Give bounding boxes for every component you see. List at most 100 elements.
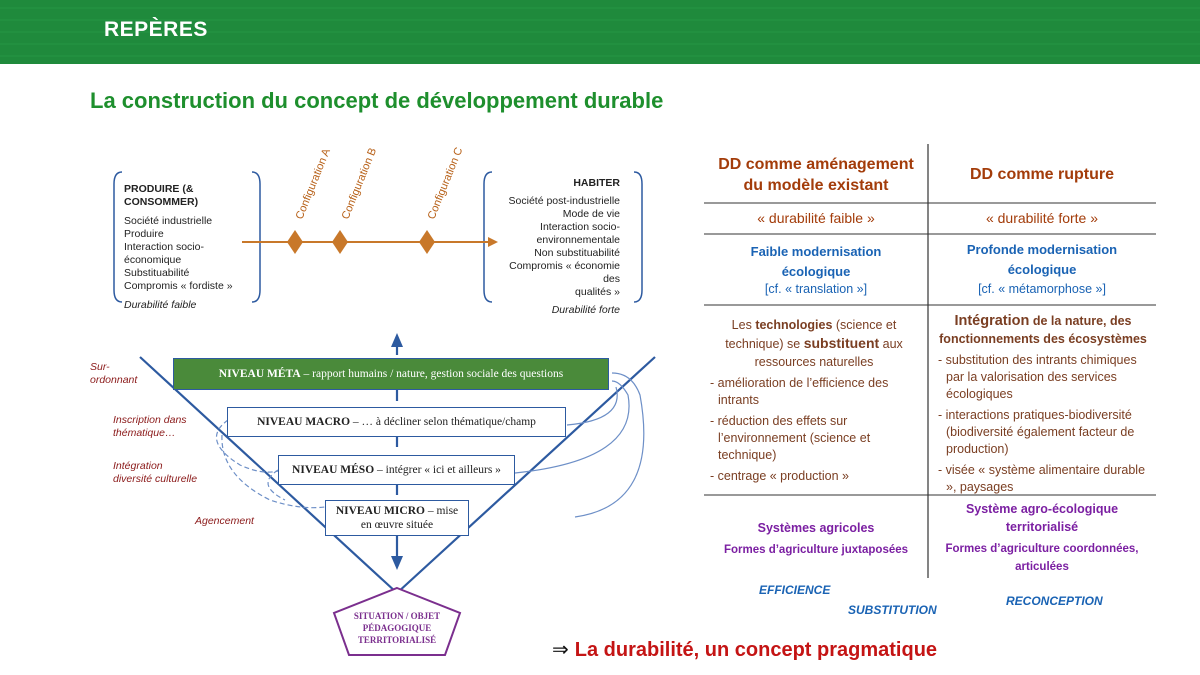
configuration-c-label: Configuration C	[426, 146, 466, 221]
banner-pattern	[0, 7, 1200, 57]
label-integration: Intégration diversité culturelle	[113, 460, 197, 486]
side-label: Agencement	[195, 515, 254, 527]
profonde-modernisation-title: Profonde modernisation	[966, 242, 1118, 257]
produire-footer: Durabilité faible	[124, 299, 197, 311]
list-item: - visée « système alimentaire durable »,…	[938, 463, 1146, 494]
side-label: thématique…	[113, 427, 176, 439]
faible-modernisation-note: [cf. « translation »]	[764, 282, 868, 296]
agro-ecologique-title: territorialisé	[1005, 520, 1079, 534]
side-label: Sur-	[90, 361, 110, 373]
profonde-modernisation: Profonde modernisation écologique [cf. «…	[930, 240, 1154, 296]
configuration-a-label: Configuration A	[294, 146, 334, 221]
diamond-a	[287, 230, 303, 254]
left-bracket	[113, 171, 123, 303]
micro-desc: – mise	[424, 505, 459, 517]
durabilite-forte: « durabilité forte »	[985, 210, 1099, 226]
integration-cell: Intégration de la nature, des fonctionne…	[936, 312, 1150, 496]
macro-desc: – … à décliner selon thématique/champ	[350, 416, 536, 428]
niveau-micro-box: NIVEAU MICRO – mise en œuvre située	[325, 500, 469, 536]
right-bracket-close	[633, 171, 643, 303]
list-item: - réduction des effets sur l’environneme…	[710, 414, 871, 462]
slide-title: La construction du concept de développem…	[90, 88, 664, 113]
agro-ecologique-desc: Formes d’agriculture coordonnées,	[945, 543, 1139, 555]
situation-pentagon	[332, 586, 462, 656]
habiter-footer: Durabilité forte	[551, 304, 620, 316]
meso-name: NIVEAU MÉSO	[292, 464, 375, 476]
produire-heading: PRODUIRE (& CONSOMMER)	[124, 183, 199, 208]
micro-line2: en œuvre située	[360, 519, 434, 531]
technologies-intro: Les technologies (science et technique) …	[725, 318, 903, 369]
configuration-b-label: Configuration B	[340, 146, 380, 221]
habiter-box: HABITER Société post-industrielle Mode d…	[490, 177, 620, 317]
col1-header: DD comme aménagement du modèle existant	[704, 154, 928, 196]
integration-intro: Intégration de la nature, des fonctionne…	[939, 313, 1147, 346]
habiter-line: Mode de vie	[562, 208, 620, 220]
produire-line: Société industrielle	[124, 215, 213, 227]
niveau-meso-box: NIVEAU MÉSO – intégrer « ici et ailleurs…	[278, 455, 515, 485]
dashed-curve-3	[267, 469, 286, 501]
agro-ecologique-desc: articulées	[1015, 561, 1069, 573]
diamond-c	[419, 230, 435, 254]
table-grid	[704, 144, 1156, 578]
systemes-agricoles-title: Systèmes agricoles	[757, 521, 875, 535]
produire-line: économique	[124, 254, 182, 266]
axis-arrowhead	[488, 237, 498, 247]
feedback-curve-2	[514, 380, 630, 474]
keyword-substitution: SUBSTITUTION	[848, 603, 937, 617]
side-label: diversité culturelle	[113, 473, 198, 485]
profonde-modernisation-note: [cf. « métamorphose »]	[978, 282, 1106, 296]
habiter-line: Non substituabilité	[534, 247, 620, 259]
pentagon-line-1: SITUATION / OBJET	[354, 611, 440, 621]
meta-name: NIVEAU MÉTA	[218, 368, 301, 380]
diamond-b	[332, 230, 348, 254]
list-item: - substitution des intrants chimiques pa…	[938, 353, 1137, 401]
label-sur-ordonnant: Sur- ordonnant	[90, 361, 137, 387]
side-label: Inscription dans	[113, 414, 187, 426]
col1-header-line: DD comme aménagement	[718, 156, 914, 173]
left-bracket-close	[251, 171, 261, 303]
implies-arrow: ⇒	[552, 639, 569, 661]
v-left-line	[139, 356, 398, 594]
habiter-line: qualités »	[575, 286, 620, 298]
list-item: - interactions pratiques-biodiversité (b…	[938, 408, 1135, 456]
side-label: Intégration	[113, 460, 163, 472]
durabilite-faible: « durabilité faible »	[757, 210, 875, 226]
up-arrowhead	[391, 333, 403, 347]
faible-modernisation-title: écologique	[781, 264, 851, 279]
list-item: - amélioration de l’efficience des intra…	[710, 376, 889, 407]
list-item: - centrage « production »	[710, 469, 849, 483]
micro-name: NIVEAU MICRO	[335, 505, 425, 517]
niveau-meta-box: NIVEAU MÉTA – rapport humains / nature, …	[173, 358, 609, 390]
habiter-heading: HABITER	[573, 177, 620, 189]
produire-line: Substituabilité	[124, 267, 190, 279]
habiter-line: Compromis « économie des	[509, 260, 620, 285]
technologies-cell: Les technologies (science et technique) …	[708, 316, 920, 485]
keyword-efficience: EFFICIENCE	[759, 583, 831, 597]
produire-box: PRODUIRE (& CONSOMMER) Société industrie…	[124, 183, 264, 312]
v-right-line	[396, 356, 656, 594]
produire-line: Interaction socio-	[124, 241, 204, 253]
conclusion: ⇒La durabilité, un concept pragmatique	[552, 637, 937, 662]
header-banner: REPÈRES	[0, 0, 1200, 64]
side-label: ordonnant	[90, 374, 138, 386]
label-agencement: Agencement	[195, 515, 254, 528]
habiter-line: environnementale	[536, 234, 620, 246]
banner-title: REPÈRES	[104, 18, 208, 41]
keyword-reconception: RECONCEPTION	[1006, 594, 1103, 608]
col2-header: DD comme rupture	[969, 166, 1115, 183]
meso-desc: – intégrer « ici et ailleurs »	[374, 464, 501, 476]
pentagon-line-3: TERRITORIALISÉ	[358, 635, 436, 645]
meta-desc: – rapport humains / nature, gestion soci…	[300, 368, 564, 380]
conclusion-text: La durabilité, un concept pragmatique	[574, 639, 938, 661]
profonde-modernisation-title: écologique	[1007, 262, 1077, 277]
faible-modernisation-title: Faible modernisation	[750, 244, 882, 259]
col1-header-line: du modèle existant	[743, 177, 889, 194]
produire-line: Compromis « fordiste »	[124, 280, 233, 292]
agro-ecologique-title: Système agro-écologique	[965, 502, 1119, 516]
systeme-agro-ecologique: Système agro-écologique territorialisé F…	[930, 500, 1154, 576]
v-diagram: SITUATION / OBJET PÉDAGOGIQUE TERRITORIA…	[139, 333, 656, 656]
feedback-curve-3	[566, 386, 618, 426]
dashed-curve-2	[221, 434, 326, 509]
dashed-curve-1	[215, 419, 279, 473]
pentagon-line-2: PÉDAGOGIQUE	[363, 623, 432, 633]
